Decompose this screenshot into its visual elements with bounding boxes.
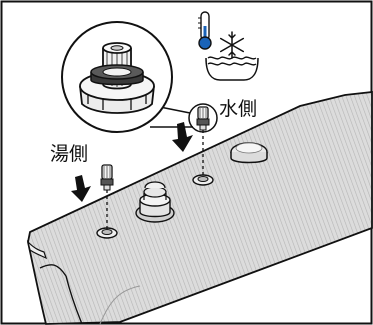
hot-side-down-arrow-icon [71, 175, 91, 202]
hot-valve-core [100, 164, 114, 191]
cold-socket [192, 174, 214, 186]
cold-side-down-arrow-icon [172, 122, 193, 152]
thermometer-snowflake-water-icon [198, 11, 259, 81]
cold-valve-highlight-circle [188, 103, 218, 133]
unit-panel [26, 90, 373, 325]
center-nut-fitting [135, 181, 175, 223]
hot-socket [96, 227, 118, 239]
cold-side-label: 水側 [219, 98, 258, 120]
magnified-valve-detail [61, 21, 173, 133]
hot-side-label: 湯側 [50, 143, 89, 165]
right-cap [230, 142, 268, 164]
cold-valve-core [196, 106, 210, 131]
